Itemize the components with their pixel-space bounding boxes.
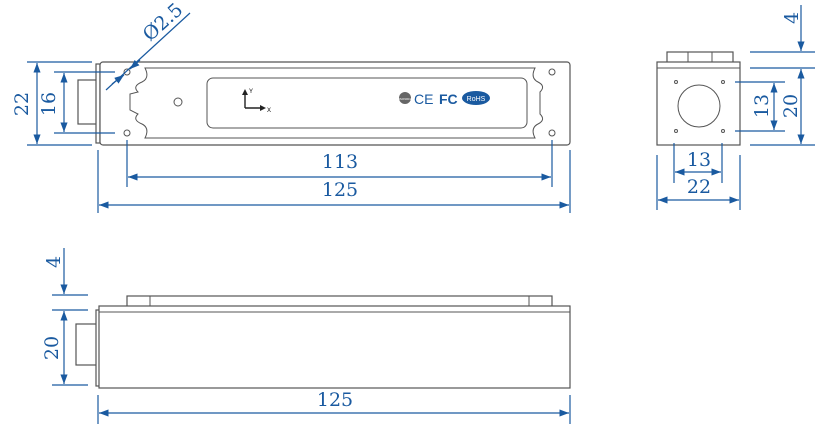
fcc-logo: FC	[439, 91, 458, 107]
lens-opening	[677, 84, 721, 128]
axis-icon: Y X	[242, 89, 271, 114]
inner-plate	[129, 67, 544, 139]
connector	[75, 323, 98, 366]
top-view: Y X ISO9001 CE FC RoHS 22 16 Ø2.5	[11, 0, 571, 213]
ce-logo: CE	[414, 91, 433, 107]
dim-22-end: 22	[656, 155, 741, 210]
svg-text:113: 113	[322, 151, 358, 173]
svg-text:4: 4	[781, 12, 803, 24]
center-hole	[173, 97, 183, 107]
mount-hole	[123, 129, 131, 137]
end-body	[656, 61, 741, 146]
svg-text:125: 125	[317, 389, 353, 411]
svg-text:13: 13	[751, 94, 773, 118]
dim-13-vertical: 13	[735, 81, 785, 132]
svg-text:22: 22	[11, 92, 33, 116]
top-rail	[666, 51, 734, 64]
dim-20-end: 20	[780, 69, 805, 144]
svg-text:22: 22	[687, 176, 711, 198]
rohs-logo	[462, 91, 490, 105]
svg-text:4: 4	[43, 256, 65, 268]
axis-y-label: Y	[249, 89, 253, 95]
label-area	[206, 77, 528, 129]
mount-hole	[548, 68, 556, 76]
dim-16: 16	[38, 71, 115, 134]
mount-hole	[123, 68, 131, 76]
dim-20-side: 20	[41, 311, 68, 384]
end-view: 4 20 13 13 22	[656, 5, 815, 210]
axis-x-label: X	[267, 108, 271, 114]
svg-text:125: 125	[322, 179, 358, 201]
iso-logo	[399, 92, 411, 104]
mount-hole	[548, 129, 556, 137]
side-body	[98, 305, 571, 389]
body-outline	[99, 61, 571, 146]
svg-text:16: 16	[38, 92, 60, 116]
certification-logos: ISO9001 CE FC RoHS	[399, 91, 490, 107]
svg-text:20: 20	[41, 336, 63, 360]
svg-text:20: 20	[780, 94, 802, 118]
dim-125-side: 125	[97, 389, 571, 424]
svg-text:RoHS: RoHS	[467, 96, 486, 103]
dim-113: 113	[126, 140, 553, 187]
dim-4-end: 4	[750, 5, 815, 146]
side-view: 4 20 125	[41, 248, 571, 424]
svg-text:13: 13	[687, 149, 711, 171]
dim-4-side: 4	[43, 248, 88, 386]
connector	[77, 79, 98, 125]
dim-22: 22	[11, 61, 92, 146]
dim-125-top: 125	[97, 150, 571, 213]
svg-text:ISO9001: ISO9001	[399, 97, 411, 101]
dim-13-horizontal: 13	[673, 143, 723, 183]
